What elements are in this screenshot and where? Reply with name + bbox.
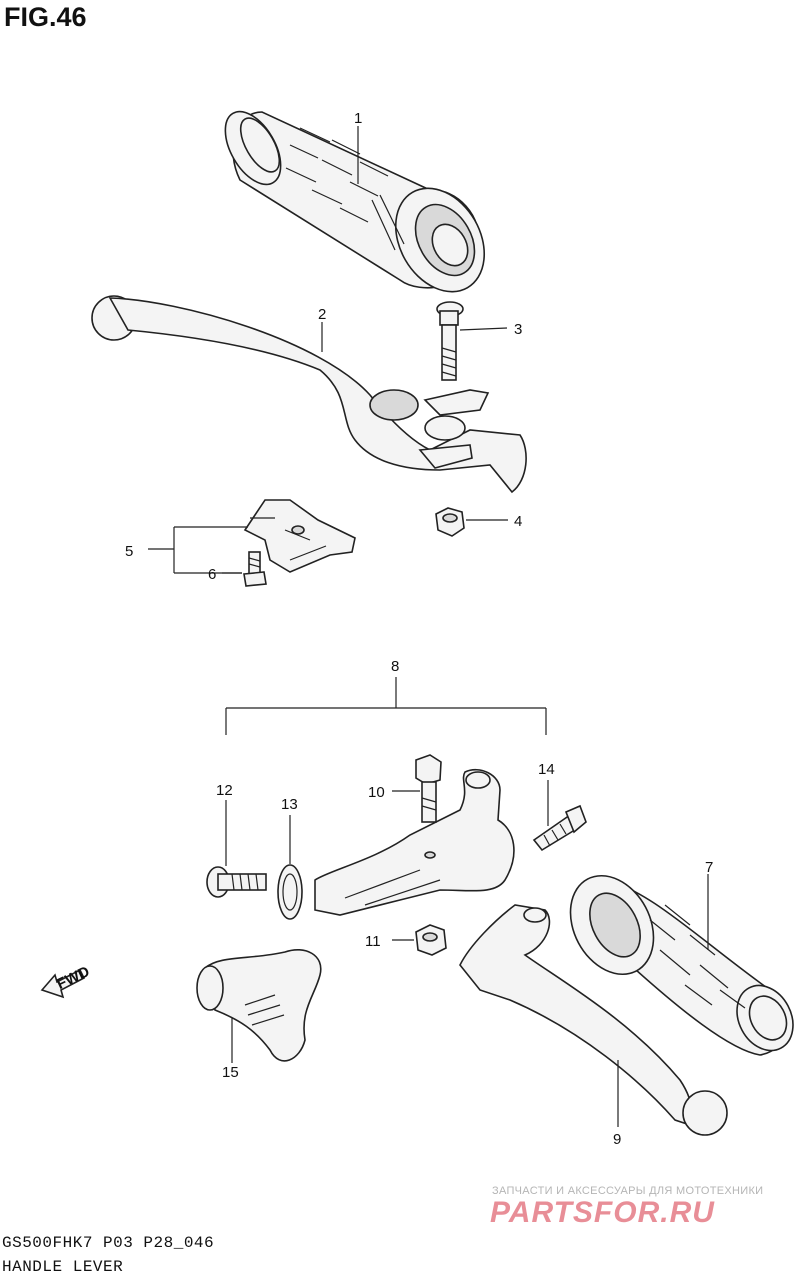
callout-13: 13 [281,796,298,813]
clutch-pivot-bolt-part[interactable] [415,754,442,823]
watermark-tagline: ЗАПЧАСТИ И АКСЕССУАРЫ ДЛЯ МОТОТЕХНИКИ [492,1185,764,1197]
callout-6: 6 [208,566,216,583]
callout-15: 15 [222,1064,239,1081]
callout-14: 14 [538,761,555,778]
model-code: GS500FHK7 P03 P28_046 [2,1234,215,1252]
holder-screw-part[interactable] [532,804,587,852]
callout-9: 9 [613,1131,621,1148]
callout-11: 11 [365,933,381,950]
clutch-nut-part[interactable] [415,924,447,956]
switch-screw-part[interactable] [243,551,267,587]
figure-title: FIG.46 [4,2,87,32]
throttle-grip-part[interactable] [214,102,502,307]
callout-5: 5 [125,543,133,560]
fwd-label: FWD [54,963,92,993]
callout-8: 8 [391,658,399,675]
brake-switch-part[interactable] [243,499,356,573]
clutch-lever-holder-part[interactable] [314,768,515,916]
clutch-lever-bracket-group [225,677,547,735]
fwd-direction-arrow: FWD [40,963,92,999]
callout-12: 12 [216,782,233,799]
leader-lines [148,126,709,1127]
callout-1: 1 [354,110,362,127]
adjuster-nut-part[interactable] [277,864,303,920]
left-grip-part[interactable] [554,861,800,1060]
callout-2: 2 [318,306,326,323]
brake-lever-part[interactable] [91,295,527,494]
clutch-lever-part[interactable] [459,904,728,1136]
section-name: HANDLE LEVER [2,1258,124,1276]
lever-boot-part[interactable] [196,948,322,1062]
callout-4: 4 [514,513,522,530]
callout-7: 7 [705,859,713,876]
callout-labels: 1 2 3 4 5 6 7 8 9 10 11 12 13 14 15 [125,110,713,1148]
clamp-bolt-part[interactable] [206,866,267,898]
watermark-logo: PARTSFOR.RU [490,1196,715,1229]
callout-10: 10 [368,784,385,801]
pivot-bolt-part[interactable] [436,301,464,381]
lever-nut-part[interactable] [435,507,465,537]
callout-3: 3 [514,321,522,338]
